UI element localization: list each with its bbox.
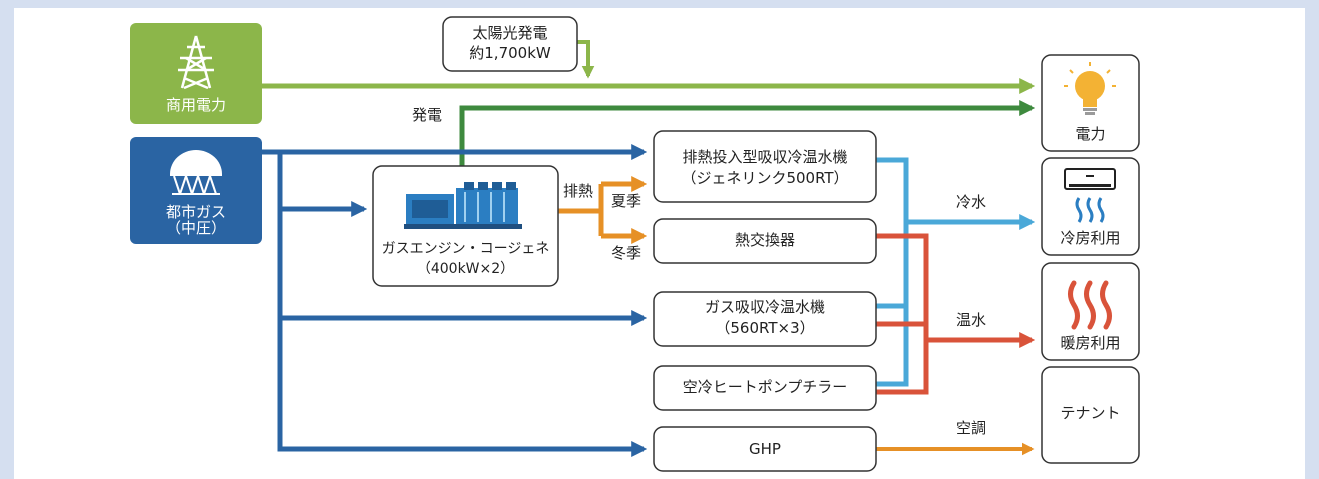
gas-absorption-label-line2: （560RT×3）: [715, 319, 815, 337]
air-conditioner-icon: [1064, 168, 1116, 223]
absorption-exhaust-box: [653, 130, 877, 203]
winter-label: 冬季: [610, 244, 641, 262]
generator-icon: [404, 182, 522, 229]
gas-absorption-label-line1: ガス吸収冷温水機: [704, 298, 825, 316]
ghp-label: GHP: [749, 440, 781, 458]
heat-exchanger-label: 熱交換器: [734, 231, 795, 249]
frame-border-right: [1305, 0, 1319, 479]
summer-label: 夏季: [610, 192, 641, 210]
frame-border-top: [0, 0, 1319, 8]
cooling-label: 冷房利用: [1060, 229, 1121, 247]
solar-label-line2: 約1,700kW: [469, 44, 551, 62]
gas-flows: [262, 143, 648, 458]
absorption-exhaust-label-line2: （ジェネリンク500RT）: [681, 169, 849, 187]
frame-border-left: [0, 0, 14, 479]
grid-power-box: [130, 23, 262, 124]
tenant-label: テナント: [1060, 404, 1121, 422]
gas-absorption-box: [653, 291, 877, 347]
chilled-water-flows: [876, 157, 1036, 387]
tenant-box: [1041, 366, 1140, 464]
solar-flow: [577, 40, 595, 79]
gas-tank-icon: [170, 150, 222, 195]
absorption-exhaust-label-line1: 排熱投入型吸収冷温水機: [682, 148, 848, 166]
city-gas-label-line1: 都市ガス: [165, 203, 226, 221]
chilled-water-label: 冷水: [955, 193, 986, 211]
generation-flow: [459, 99, 1036, 166]
electricity-label: 電力: [1075, 125, 1106, 143]
city-gas-label-line2: （中圧）: [165, 219, 226, 237]
hot-water-label: 温水: [955, 311, 986, 329]
grid-power-label: 商用電力: [165, 96, 226, 114]
solar-box: [442, 16, 578, 72]
heat-icon: [1068, 280, 1112, 330]
city-gas-box: [130, 137, 262, 244]
exhaust-heat-label: 排熱: [562, 182, 593, 200]
heat-pump-chiller-label: 空冷ヒートポンプチラー: [682, 378, 848, 396]
heating-label: 暖房利用: [1060, 334, 1121, 352]
generation-label: 発電: [411, 106, 442, 124]
heat-pump-chiller-box: [653, 365, 877, 411]
air-conditioning-label: 空調: [955, 419, 986, 437]
transmission-tower-icon: [178, 35, 214, 90]
exhaust-heat-flows: [558, 175, 648, 245]
heat-exchanger-box: [653, 218, 877, 264]
ghp-box: [653, 426, 877, 472]
engine-label-line2: （400kW×2）: [416, 261, 515, 277]
light-bulb-icon: [1064, 62, 1116, 115]
hot-water-flows: [876, 233, 1036, 395]
engine-label-line1: ガスエンジン・コージェネ: [381, 241, 550, 257]
solar-label-line1: 太陽光発電: [472, 24, 548, 42]
